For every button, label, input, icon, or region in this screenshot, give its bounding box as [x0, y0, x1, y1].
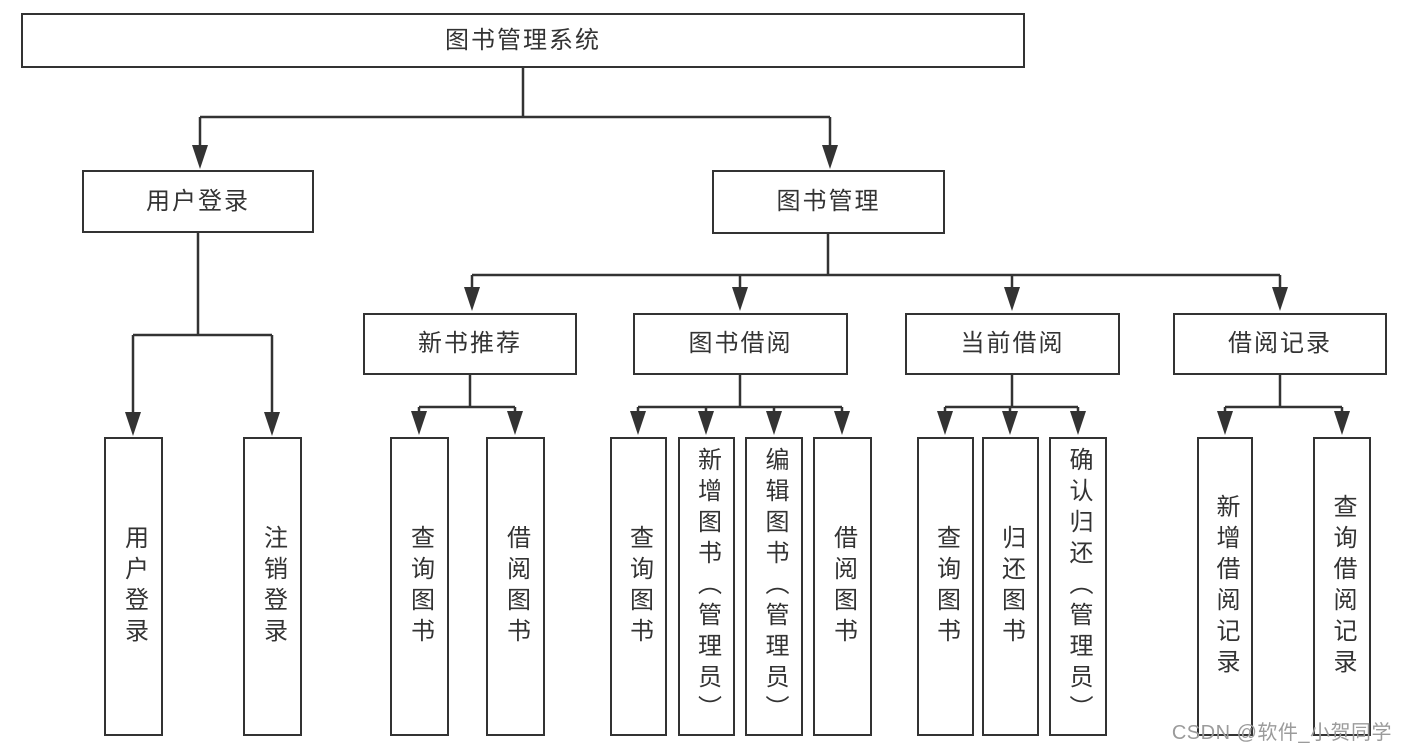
root-node-library-system: 图书管理系统 [21, 13, 1025, 68]
arrowhead-icon [1334, 411, 1350, 435]
arrowhead-icon [192, 145, 208, 169]
connector-root-to-level2 [192, 68, 838, 169]
connector-login-to-leaves [125, 233, 280, 436]
connector-current-to-leaves [937, 375, 1086, 435]
leaf-borrow-books: 借阅图书 [813, 437, 872, 736]
csdn-watermark: CSDN @软件_小贺同学 [1171, 722, 1392, 744]
arrowhead-icon [766, 411, 782, 435]
arrowhead-icon [822, 145, 838, 169]
arrowhead-icon [834, 411, 850, 435]
leaf-add-borrow-record: 新增借阅记录 [1197, 437, 1253, 736]
node-book-management: 图书管理 [712, 170, 945, 234]
arrowhead-icon [264, 412, 280, 436]
arrowhead-icon [464, 287, 480, 311]
leaf-user-login: 用户登录 [104, 437, 163, 736]
node-current-borrow: 当前借阅 [905, 313, 1120, 375]
arrowhead-icon [1002, 411, 1018, 435]
leaf-confirm-return-admin: 确认归还（管理员） [1049, 437, 1107, 736]
leaf-edit-books-admin: 编辑图书（管理员） [745, 437, 803, 736]
leaf-return-books: 归还图书 [982, 437, 1039, 736]
arrowhead-icon [732, 287, 748, 311]
node-book-borrow: 图书借阅 [633, 313, 848, 375]
leaf-logout: 注销登录 [243, 437, 302, 736]
connector-borrow-to-leaves [630, 375, 850, 435]
arrowhead-icon [1217, 411, 1233, 435]
leaf-query-borrow-record: 查询借阅记录 [1313, 437, 1371, 736]
arrowhead-icon [1004, 287, 1020, 311]
node-new-book-recommend: 新书推荐 [363, 313, 577, 375]
arrowhead-icon [125, 412, 141, 436]
connector-recommend-to-leaves [411, 375, 523, 435]
leaf-current-query-books: 查询图书 [917, 437, 974, 736]
arrowhead-icon [937, 411, 953, 435]
arrowhead-icon [1272, 287, 1288, 311]
node-user-login: 用户登录 [82, 170, 314, 233]
connector-management-to-sections [464, 234, 1288, 311]
arrowhead-icon [411, 411, 427, 435]
leaf-recommend-query-books: 查询图书 [390, 437, 449, 736]
arrowhead-icon [1070, 411, 1086, 435]
arrowhead-icon [698, 411, 714, 435]
node-borrow-records: 借阅记录 [1173, 313, 1387, 375]
arrowhead-icon [630, 411, 646, 435]
connector-records-to-leaves [1217, 375, 1350, 435]
leaf-recommend-borrow-books: 借阅图书 [486, 437, 545, 736]
leaf-borrow-query-books: 查询图书 [610, 437, 667, 736]
arrowhead-icon [507, 411, 523, 435]
leaf-add-books-admin: 新增图书（管理员） [678, 437, 735, 736]
